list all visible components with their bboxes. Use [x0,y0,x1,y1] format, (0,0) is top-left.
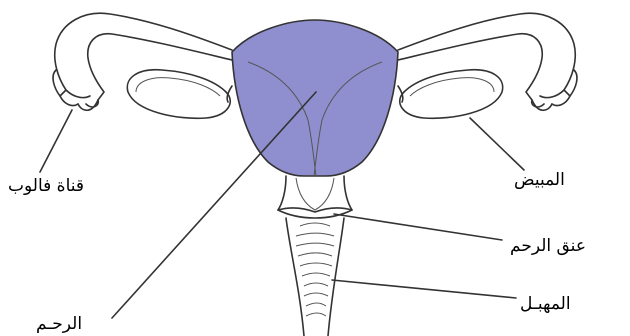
vagina [286,218,344,336]
uterus [232,20,398,176]
leader-cervix [334,214,502,240]
label-ovary: المبيض [514,170,565,190]
label-vagina: المهبـل [520,294,571,314]
label-uterus: الرحـم [36,314,82,334]
label-fallopian-tube: قناة فالوب [8,176,84,196]
leader-fallopian-tube [40,110,72,172]
leader-ovary [470,118,524,170]
leader-vagina [332,280,516,298]
leader-uterus [112,92,316,318]
label-cervix: عنق الرحم [510,236,586,256]
cervix [278,176,352,218]
